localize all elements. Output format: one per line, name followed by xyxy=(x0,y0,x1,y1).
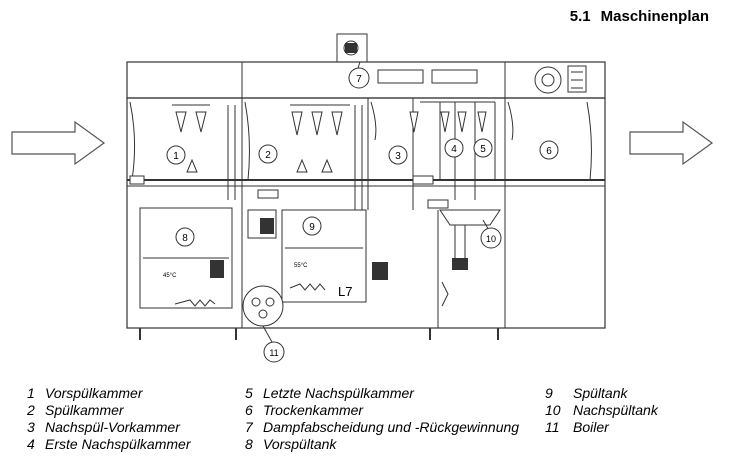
machine-plan-diagram: 1 2 3 4 5 6 7 8 9 10 11 L7 45°C 55°C xyxy=(11,33,714,363)
callout-7: 7 xyxy=(348,67,370,89)
pre-wash-temp-label: 45°C xyxy=(163,273,177,279)
callout-10: 10 xyxy=(480,227,502,249)
svg-text:6: 6 xyxy=(546,146,552,157)
outflow-arrow-icon xyxy=(629,120,714,166)
inflow-arrow-icon xyxy=(11,120,106,166)
chamber-label-4: 4 xyxy=(444,138,464,158)
machine-body xyxy=(126,97,606,329)
callout-8: 8 xyxy=(175,227,195,247)
rinse-tank xyxy=(439,209,501,226)
svg-text:2: 2 xyxy=(265,150,271,161)
chamber-label-5: 5 xyxy=(473,138,493,158)
svg-text:8: 8 xyxy=(182,233,188,244)
svg-text:7: 7 xyxy=(356,74,362,85)
callout-9: 9 xyxy=(302,216,322,236)
wash-temp-label: 55°C xyxy=(294,263,308,269)
svg-text:3: 3 xyxy=(395,151,401,162)
svg-text:11: 11 xyxy=(269,348,278,358)
section-number: 5.1 xyxy=(569,8,591,25)
chamber-label-2: 2 xyxy=(258,144,278,164)
callout-11: 11 xyxy=(263,341,285,363)
chamber-label-1: 1 xyxy=(166,145,186,165)
svg-text:5: 5 xyxy=(480,144,486,155)
chamber-label-3: 3 xyxy=(388,145,408,165)
wash-tank xyxy=(281,209,367,303)
boiler xyxy=(242,285,284,327)
svg-text:4: 4 xyxy=(451,144,457,155)
svg-text:10: 10 xyxy=(486,234,496,244)
model-label: L7 xyxy=(338,284,352,299)
chamber-label-6: 6 xyxy=(539,140,559,160)
svg-text:1: 1 xyxy=(173,151,179,162)
section-title: Maschinenplan xyxy=(600,8,709,25)
svg-text:9: 9 xyxy=(309,222,315,233)
section-heading: 5.1 Maschinenplan xyxy=(570,8,709,25)
